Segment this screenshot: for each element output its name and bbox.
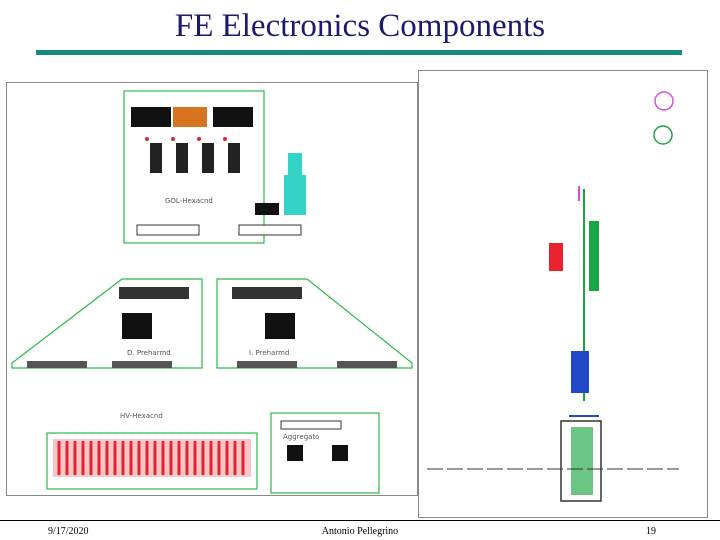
middle-right-board: I. Preharmd [216, 278, 413, 369]
small-board-label: Aggregato [283, 433, 319, 441]
hv-board: HV-Hexacnd [46, 412, 258, 490]
middle-left-board-label: D. Preharmd [127, 349, 171, 357]
footer-page-number: 19 [646, 526, 656, 537]
footer-date: 9/17/2020 [48, 526, 89, 537]
top-right-connectors [653, 91, 674, 145]
footer-author: Antonio Pellegrino [321, 526, 399, 537]
pcb-layout-drawing: GOL-Hexacnd D. Preharmd I. Preharmd HV-H… [6, 82, 418, 496]
assembly-bottom [427, 420, 679, 502]
slide-title: FE Electronics Components [174, 8, 546, 44]
assembly-svg [427, 91, 679, 502]
top-board: GOL-Hexacnd [123, 90, 306, 244]
middle-right-board-label: I. Preharmd [249, 349, 289, 357]
hv-board-label: HV-Hexacnd [120, 412, 163, 420]
mechanical-assembly-drawing [418, 70, 708, 518]
middle-left-board: D. Preharmd [11, 278, 203, 369]
pcb-layout-svg: GOL-Hexacnd D. Preharmd I. Preharmd HV-H… [11, 90, 413, 494]
title-divider [36, 50, 682, 55]
assembly-center [549, 186, 599, 417]
top-board-label: GOL-Hexacnd [165, 197, 213, 205]
footer-divider [0, 520, 720, 521]
small-board: Aggregato [270, 412, 380, 494]
